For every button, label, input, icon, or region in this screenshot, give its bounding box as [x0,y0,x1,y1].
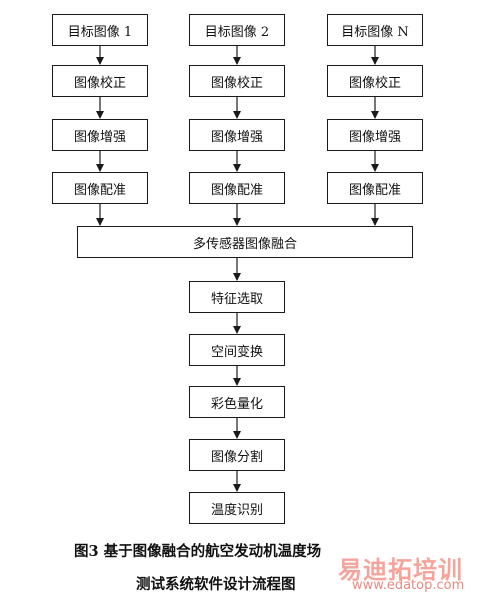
registration-2-box: 图像配准 [189,172,285,204]
registration-2-label: 图像配准 [210,182,263,198]
image-segmentation-label: 图像分割 [210,449,263,465]
feature-selection-box: 特征选取 [189,281,285,313]
target-image-1-label: 目标图像 1 [67,24,133,40]
color-quantization-label: 彩色量化 [210,396,263,412]
temperature-recognition-label: 温度识别 [210,502,263,518]
correction-1-label: 图像校正 [73,75,126,91]
correction-1-box: 图像校正 [52,65,148,97]
target-image-n-box: 目标图像 N [327,14,423,46]
correction-n-box: 图像校正 [327,65,423,97]
correction-n-label: 图像校正 [348,75,401,91]
registration-n-label: 图像配准 [348,182,401,198]
image-segmentation-box: 图像分割 [189,439,285,471]
watermark-brand: 易迪拓培训 [338,556,463,584]
figure-caption-line-2: 测试系统软件设计流程图 [136,576,296,593]
enhancement-n-box: 图像增强 [327,119,423,151]
fusion-label: 多传感器图像融合 [192,236,297,252]
watermark-url: www.edatop.com [352,578,465,593]
figure-caption-line-1: 图3 基于图像融合的航空发动机温度场 [74,543,322,560]
target-image-2-label: 目标图像 2 [204,24,270,40]
spatial-transform-label: 空间变换 [210,344,263,360]
fusion-box: 多传感器图像融合 [77,226,413,258]
feature-selection-label: 特征选取 [210,291,263,307]
target-image-n-label: 目标图像 N [341,24,409,40]
color-quantization-box: 彩色量化 [189,386,285,418]
target-image-1-box: 目标图像 1 [52,14,148,46]
registration-1-box: 图像配准 [52,172,148,204]
enhancement-2-box: 图像增强 [189,119,285,151]
temperature-recognition-box: 温度识别 [189,492,285,524]
enhancement-n-label: 图像增强 [348,129,401,145]
enhancement-1-label: 图像增强 [73,129,126,145]
enhancement-1-box: 图像增强 [52,119,148,151]
correction-2-label: 图像校正 [210,75,263,91]
registration-1-label: 图像配准 [73,182,126,198]
correction-2-box: 图像校正 [189,65,285,97]
enhancement-2-label: 图像增强 [210,129,263,145]
spatial-transform-box: 空间变换 [189,334,285,366]
registration-n-box: 图像配准 [327,172,423,204]
target-image-2-box: 目标图像 2 [189,14,285,46]
